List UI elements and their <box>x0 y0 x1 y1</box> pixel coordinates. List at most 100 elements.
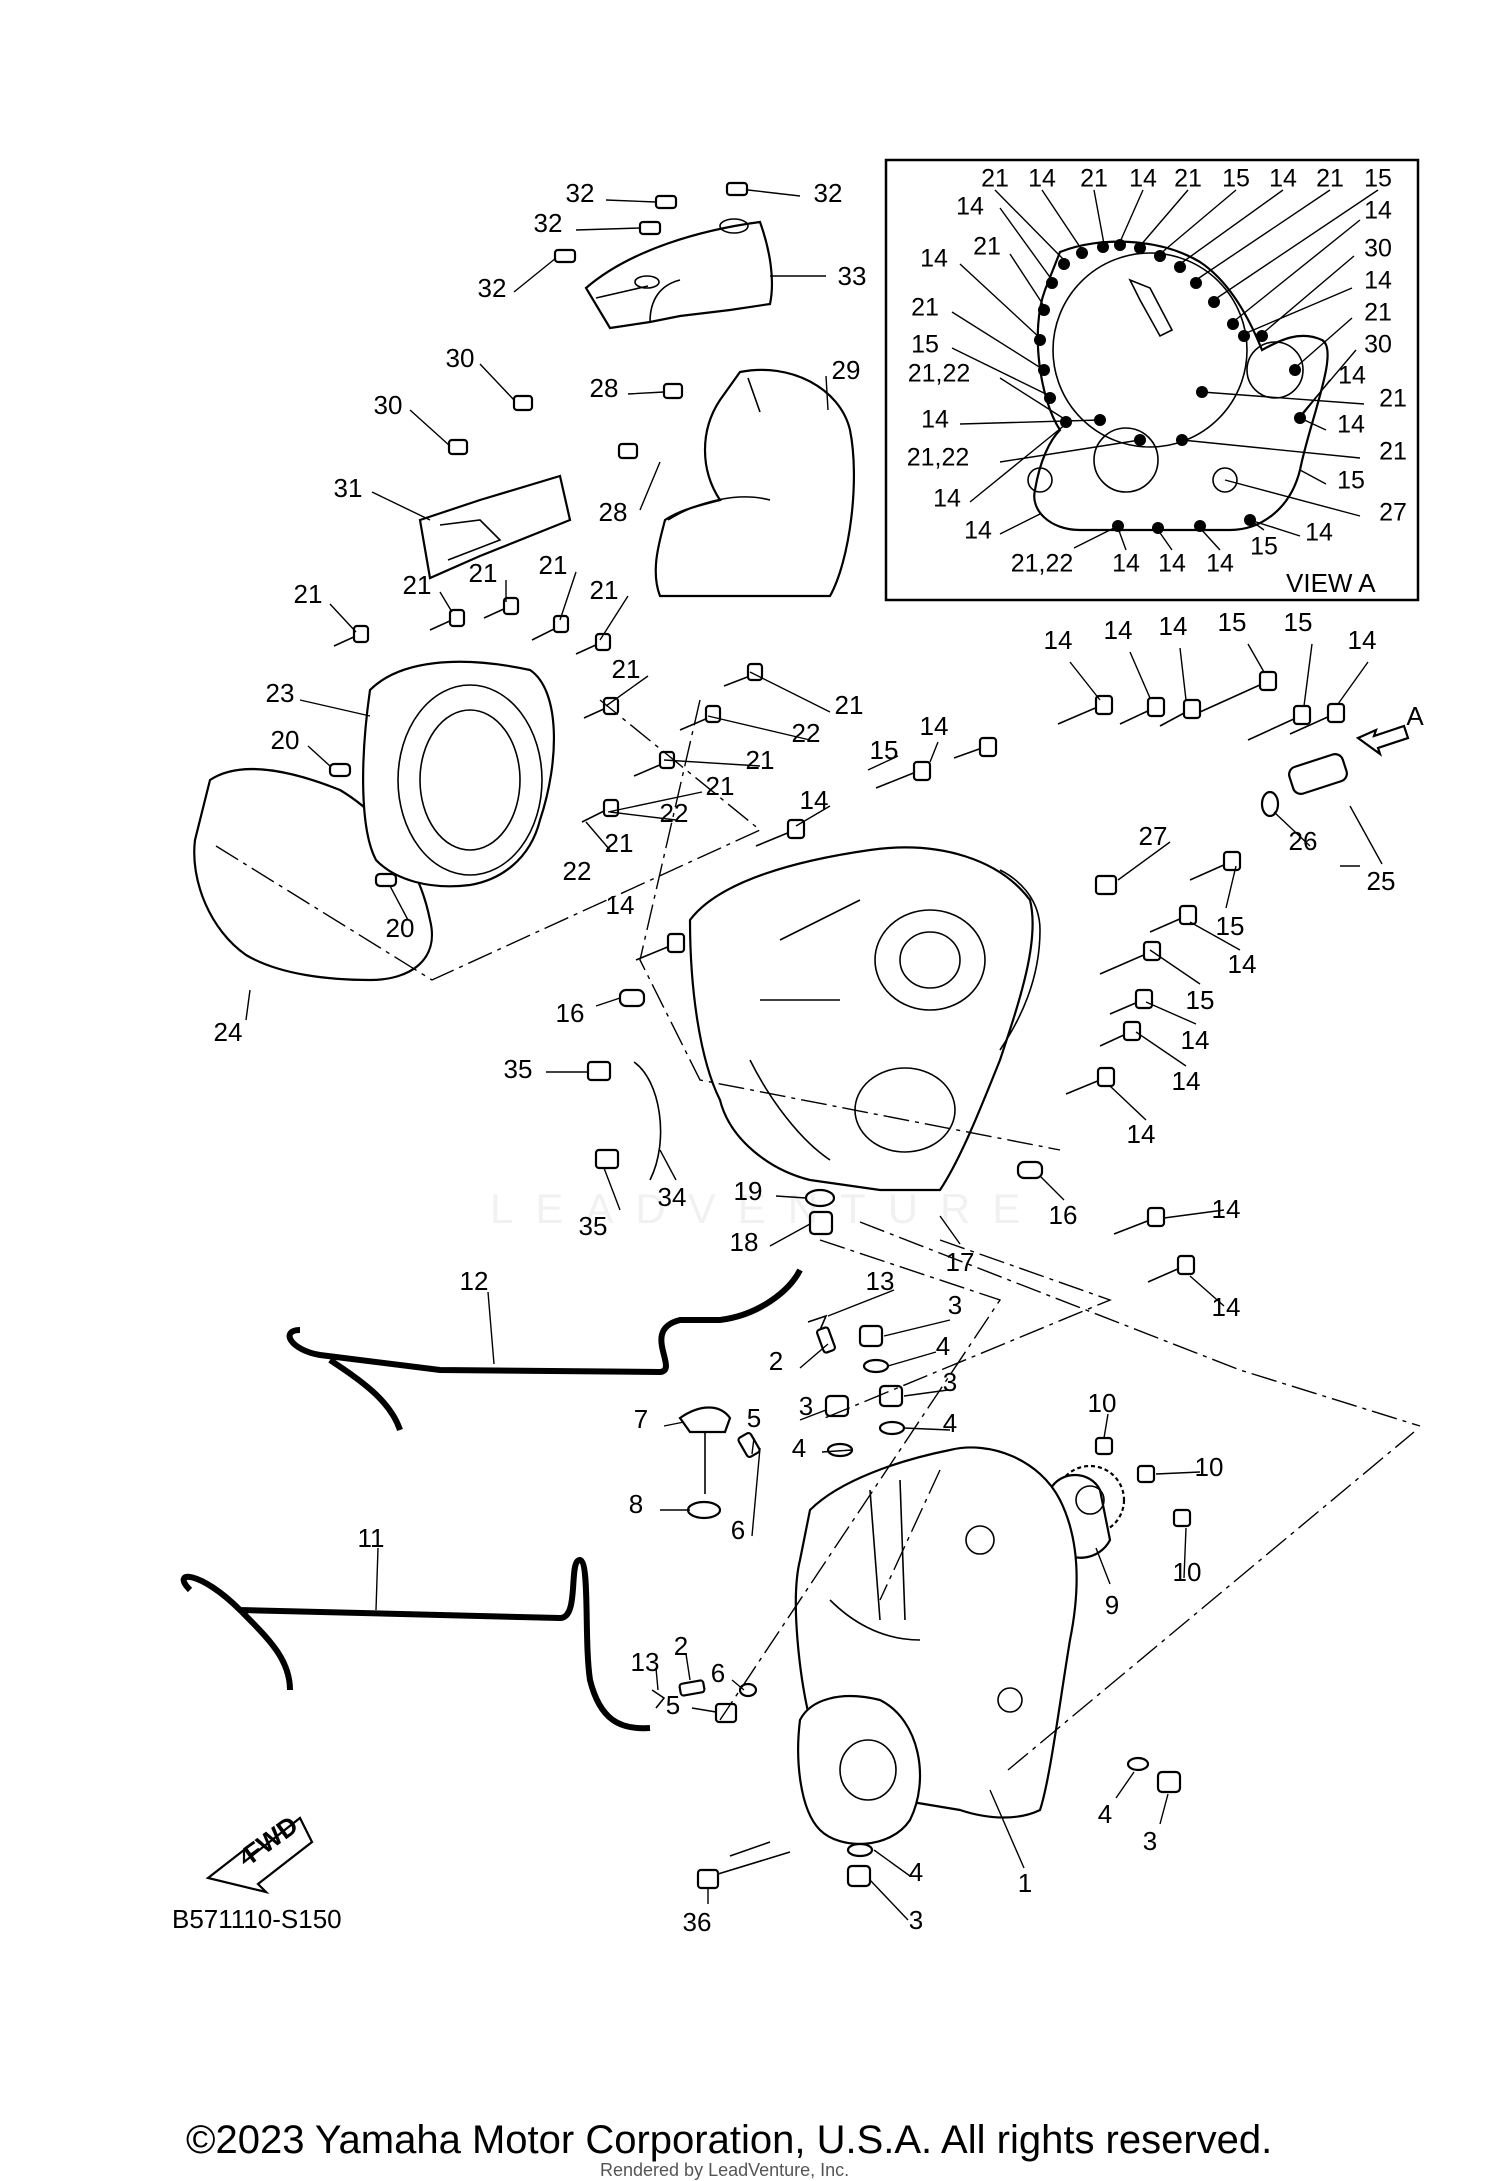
misc-parts-crankcase <box>586 874 1118 1236</box>
part-callout: 4 <box>936 1331 950 1361</box>
view-a-pointer-icon <box>1355 724 1410 757</box>
part-callout: 4 <box>1098 1799 1112 1829</box>
hose-11 <box>180 1556 651 1732</box>
view-a-callout: 21 <box>1379 438 1407 466</box>
view-a-callout: 30 <box>1364 235 1392 263</box>
part-callout: 30 <box>446 343 475 373</box>
part-callout: 34 <box>658 1182 687 1212</box>
view-a-callout: 27 <box>1379 499 1407 527</box>
part-callout: 35 <box>579 1211 608 1241</box>
part-callout: 21 <box>590 575 619 605</box>
assembly-lines <box>215 699 1421 1771</box>
view-a-callout: 15 <box>911 331 939 359</box>
part-callout: 21 <box>835 690 864 720</box>
part-callout: 14 <box>1104 615 1133 645</box>
part-callout: 22 <box>563 856 592 886</box>
part-callout: 21 <box>746 745 775 775</box>
part-callout: 15 <box>870 735 899 765</box>
view-a-callout: 21,22 <box>907 444 970 472</box>
view-a-callout: 21,22 <box>1011 550 1074 578</box>
part-callout: 23 <box>266 678 295 708</box>
part-callout: 10 <box>1195 1452 1224 1482</box>
part-callout: 19 <box>734 1176 763 1206</box>
part-callout: 20 <box>386 913 415 943</box>
part-callout: 15 <box>1284 607 1313 637</box>
part-callout: 32 <box>478 273 507 303</box>
part-callout: 1 <box>1018 1868 1032 1898</box>
part-callout: 4 <box>943 1408 957 1438</box>
view-a-callout: 21 <box>911 294 939 322</box>
part-callout: 3 <box>909 1905 923 1935</box>
part-callout: 21 <box>706 771 735 801</box>
part-callout: 14 <box>1228 949 1257 979</box>
part-callout: 3 <box>948 1290 962 1320</box>
part-callout: 31 <box>334 473 363 503</box>
view-a-callout: 14 <box>1305 519 1333 547</box>
dipstick-7 <box>678 1406 732 1520</box>
view-a-callout: 21 <box>981 165 1009 193</box>
shroud-29 <box>654 368 856 598</box>
part-callout: 21 <box>403 570 432 600</box>
view-a-callout: 15 <box>1222 165 1250 193</box>
part-callout: 27 <box>1139 821 1168 851</box>
part-callout: 24 <box>214 1017 243 1047</box>
view-a-callout: 15 <box>1337 467 1365 495</box>
part-callout: 14 <box>1348 625 1377 655</box>
part-callout: 6 <box>711 1658 725 1688</box>
view-a-callout: 21 <box>1316 165 1344 193</box>
part-callout: 7 <box>634 1404 648 1434</box>
part-callout: 21 <box>469 558 498 588</box>
part-callout: 14 <box>1127 1119 1156 1149</box>
view-a-cover <box>1027 240 1329 532</box>
part-callout: 32 <box>814 178 843 208</box>
part-callout: 6 <box>731 1515 745 1545</box>
part-callout: 10 <box>1088 1388 1117 1418</box>
part-callout: 21 <box>294 579 323 609</box>
part-callout: 33 <box>838 261 867 291</box>
view-a-callout: 21,22 <box>908 360 971 388</box>
part-callout: 14 <box>800 785 829 815</box>
part-callout: 2 <box>769 1346 783 1376</box>
part-callout: 5 <box>747 1403 761 1433</box>
watermark: LEADVENTURE <box>490 1185 1043 1232</box>
view-a-callout: 14 <box>1112 550 1140 578</box>
part-callout: 14 <box>1044 625 1073 655</box>
view-a-callout: 15 <box>1364 165 1392 193</box>
crankcase-right <box>688 846 1041 1192</box>
part-callout: 8 <box>629 1489 643 1519</box>
clutch-cover-23 <box>362 660 556 888</box>
view-a-callout: 14 <box>956 193 984 221</box>
part-callout: 22 <box>792 718 821 748</box>
part-callout: 32 <box>534 208 563 238</box>
part-callout: 3 <box>943 1367 957 1397</box>
view-a-bolt-dots <box>1034 239 1306 534</box>
part-callout: 15 <box>1218 607 1247 637</box>
part-callout: 15 <box>1216 911 1245 941</box>
part-callout: 3 <box>799 1391 813 1421</box>
view-a-callout: 21 <box>1379 385 1407 413</box>
view-a-callout: 14 <box>933 485 961 513</box>
part-callout: 9 <box>1105 1590 1119 1620</box>
diagram-code: B571110-S150 <box>172 1904 342 1934</box>
oil-strainer-25 <box>1260 753 1348 818</box>
part-callout: 30 <box>374 390 403 420</box>
crankcase-left-1 <box>794 1446 1078 1846</box>
part-callout: 18 <box>730 1227 759 1257</box>
part-callout: 4 <box>792 1433 806 1463</box>
view-a-callout: 30 <box>1364 331 1392 359</box>
part-callout: 21 <box>612 654 641 684</box>
view-a-callout: 14 <box>1158 550 1186 578</box>
view-a-callout: 14 <box>1364 197 1392 225</box>
part-callout: 32 <box>566 178 595 208</box>
cover-bolts-21 <box>328 596 764 888</box>
view-a-callout: 14 <box>1028 165 1056 193</box>
copyright-notice: ©2023 Yamaha Motor Corporation, U.S.A. A… <box>186 2118 1273 2162</box>
part-callout: 3 <box>1143 1826 1157 1856</box>
view-a-callout: 14 <box>1364 267 1392 295</box>
view-a-callout: 14 <box>921 406 949 434</box>
view-a-callout: 21 <box>973 233 1001 261</box>
part-callout: 10 <box>1173 1557 1202 1587</box>
